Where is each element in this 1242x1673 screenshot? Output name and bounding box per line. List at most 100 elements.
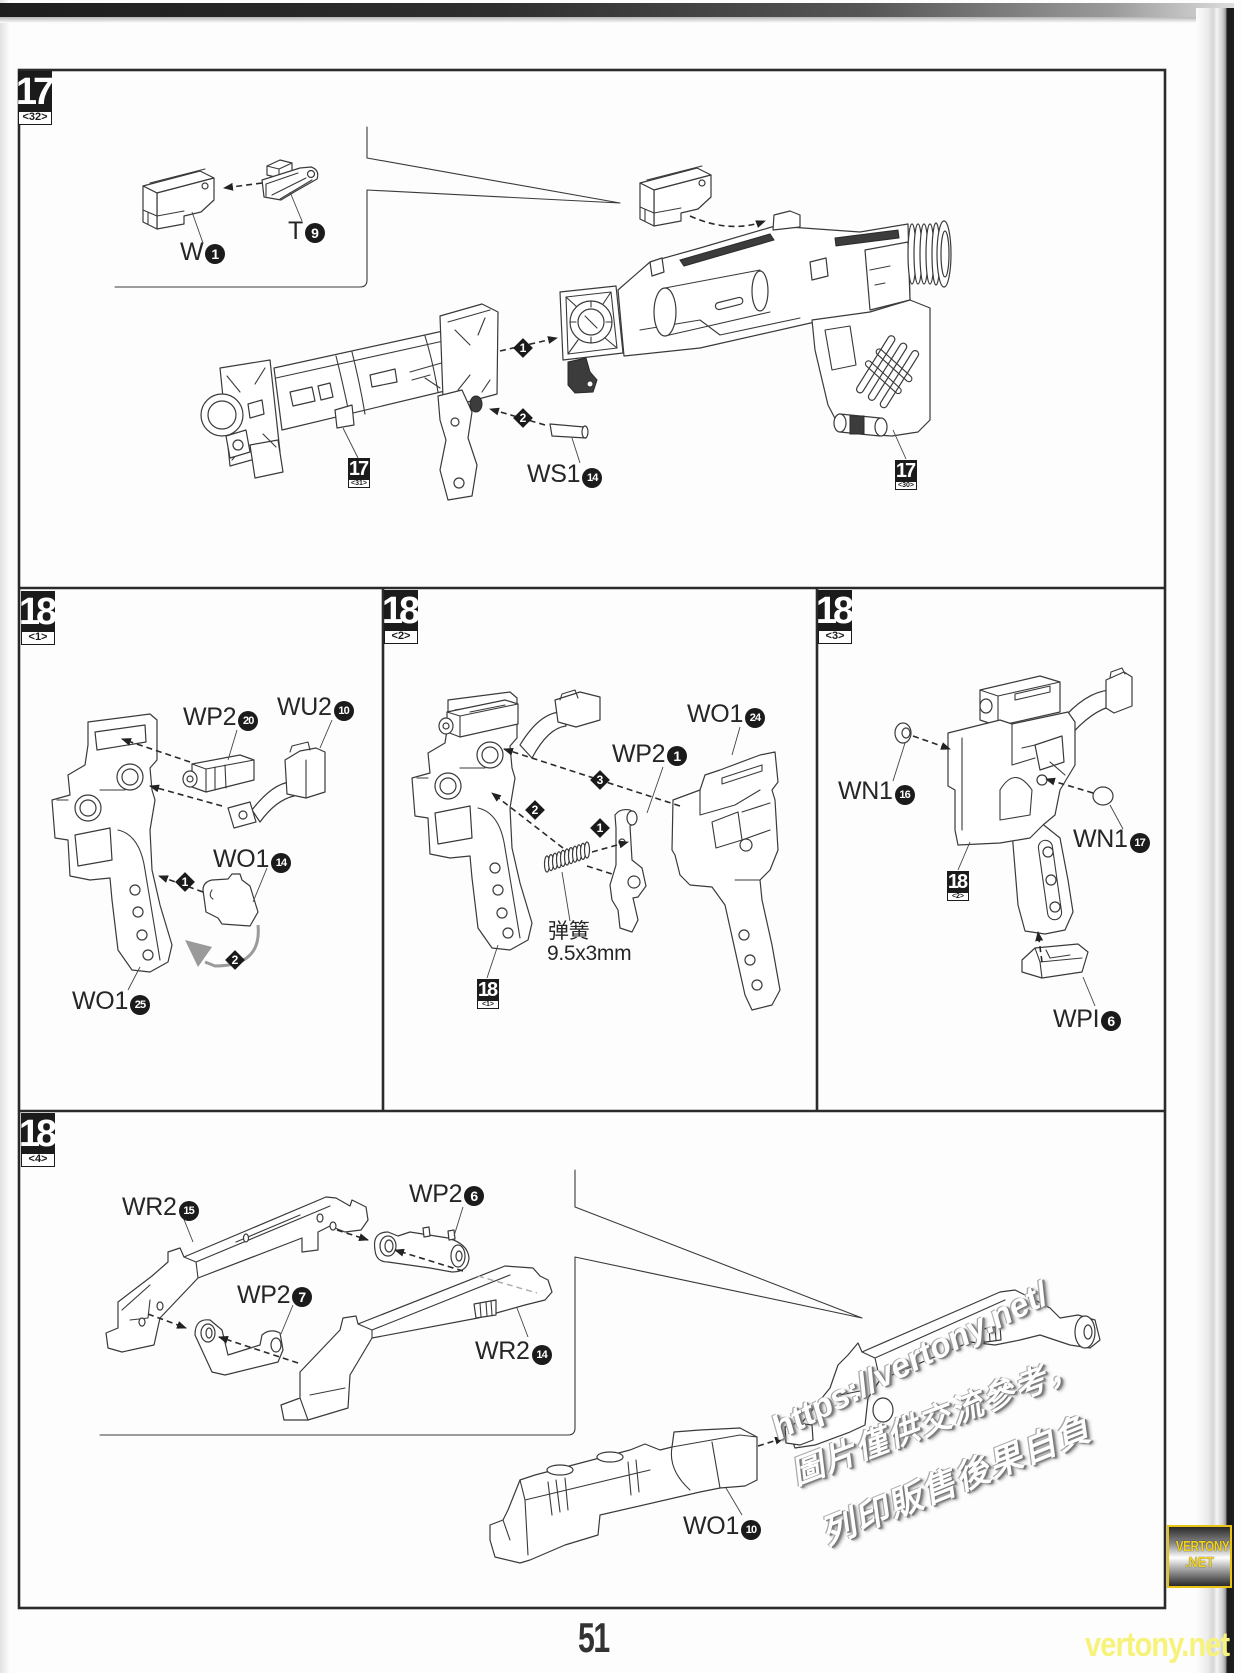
part-code: WU2 [277,693,332,721]
part-number-circle: 20 [238,711,259,731]
ref-badge-18-1: 18 <1> [477,979,499,1009]
assembly-arrow [218,1336,299,1364]
step-substep: <32> [18,111,52,125]
assembly-arrow [689,215,766,228]
part-code: WR2 [475,1337,530,1365]
gun-body-assembly [559,210,952,437]
assembly-arrow [591,840,629,853]
part-number-circle: 7 [292,1287,313,1307]
spring-size: 9.5x3mm [547,942,632,965]
part-code: WP2 [183,703,237,731]
leader-lines [191,191,907,464]
part-number-circle: 14 [582,468,603,488]
part-wo1-14 [202,873,259,927]
substep-marker-1: 1 [590,818,610,838]
step-18-3-illustration [892,667,1133,1007]
assembly-arrow [757,1436,785,1447]
part-code: WPI [1053,1005,1100,1033]
panel-frames [17,68,1167,1610]
page-number: 51 [578,1614,610,1661]
installed-wu2-10 [519,689,601,759]
substep-number: 1 [519,341,527,355]
part-number-circle: 10 [333,701,354,721]
spring-label: 弹簧 [548,920,590,943]
assembly-arrow [336,1229,369,1242]
installed-wp2-20 [438,699,519,738]
step-number: 17 [15,71,54,113]
outer-frame [17,68,1167,1610]
part-wn1-17 [1092,786,1114,806]
part-number-circle: 14 [531,1345,552,1365]
part-w1-placed [639,165,712,227]
part-code: WP2 [409,1180,463,1208]
step-number: 18 [18,1113,57,1155]
part-t9 [261,159,319,201]
hidden-guide-line [477,1275,538,1294]
part-number-circle: 1 [205,244,226,264]
step-substep: <2> [384,630,418,644]
part-code: T [288,217,303,245]
assembly-arrow [394,1248,464,1272]
step-badge-18-1: 18 <1> [18,591,57,645]
part-number-circle: 25 [130,995,151,1015]
part-ws1-14 [549,423,589,439]
rotate-arrow [185,924,260,968]
part-code: WO1 [687,700,744,728]
leader-lines [486,726,741,979]
part-code: WO1 [72,987,129,1015]
step-17-illustration [114,126,952,501]
part-number-circle: 1 [667,746,688,766]
substep-number: 2 [531,803,539,817]
part-wo1-24 [671,751,781,1011]
part-code: WN1 [1073,825,1128,853]
part-code: WO1 [683,1512,740,1540]
ref-substep: <1> [477,1000,499,1009]
vertony-logo: VERTONY .NET [1167,1525,1232,1588]
book-binding-edge [1196,8,1234,1673]
part-w1 [142,168,215,230]
assembly-arrow [121,738,191,763]
assembled-wr2-linkage [784,1289,1101,1449]
part-number-circle: 16 [894,785,915,805]
step-18-2-illustration [411,689,781,1011]
step-badge-17-32: 17 <32> [15,71,54,125]
part-wp2-1 [609,808,647,933]
substep-number: 3 [596,773,604,787]
ref-step-number: 17 [895,460,917,482]
substep-marker-2: 2 [525,800,545,820]
part-number-circle: 9 [304,223,325,243]
detail-callout-lines [99,1169,863,1436]
part-code: WN1 [838,777,893,805]
ref-substep: <31> [348,479,370,488]
grip-assembly [947,667,1133,935]
ref-step-number: 18 [947,871,969,893]
assembly-arrow [149,784,223,807]
ref-step-number: 17 [348,458,370,480]
part-wu2-10 [227,741,326,829]
ref-badge-17-30: 17 <30> [895,460,917,490]
ref-substep: <30> [895,481,917,490]
step-badge-18-3: 18 <3> [816,590,854,644]
step-number: 18 [18,591,57,633]
part-code: WP2 [612,740,666,768]
step-substep: <3> [818,630,852,644]
substep-marker-2: 2 [513,408,533,428]
part-wr2-14 [280,1265,553,1421]
part-number-circle: 15 [178,1201,199,1221]
part-wp2-6 [373,1226,470,1273]
substep-marker-1: 1 [175,872,195,892]
step-substep: <4> [21,1153,55,1167]
